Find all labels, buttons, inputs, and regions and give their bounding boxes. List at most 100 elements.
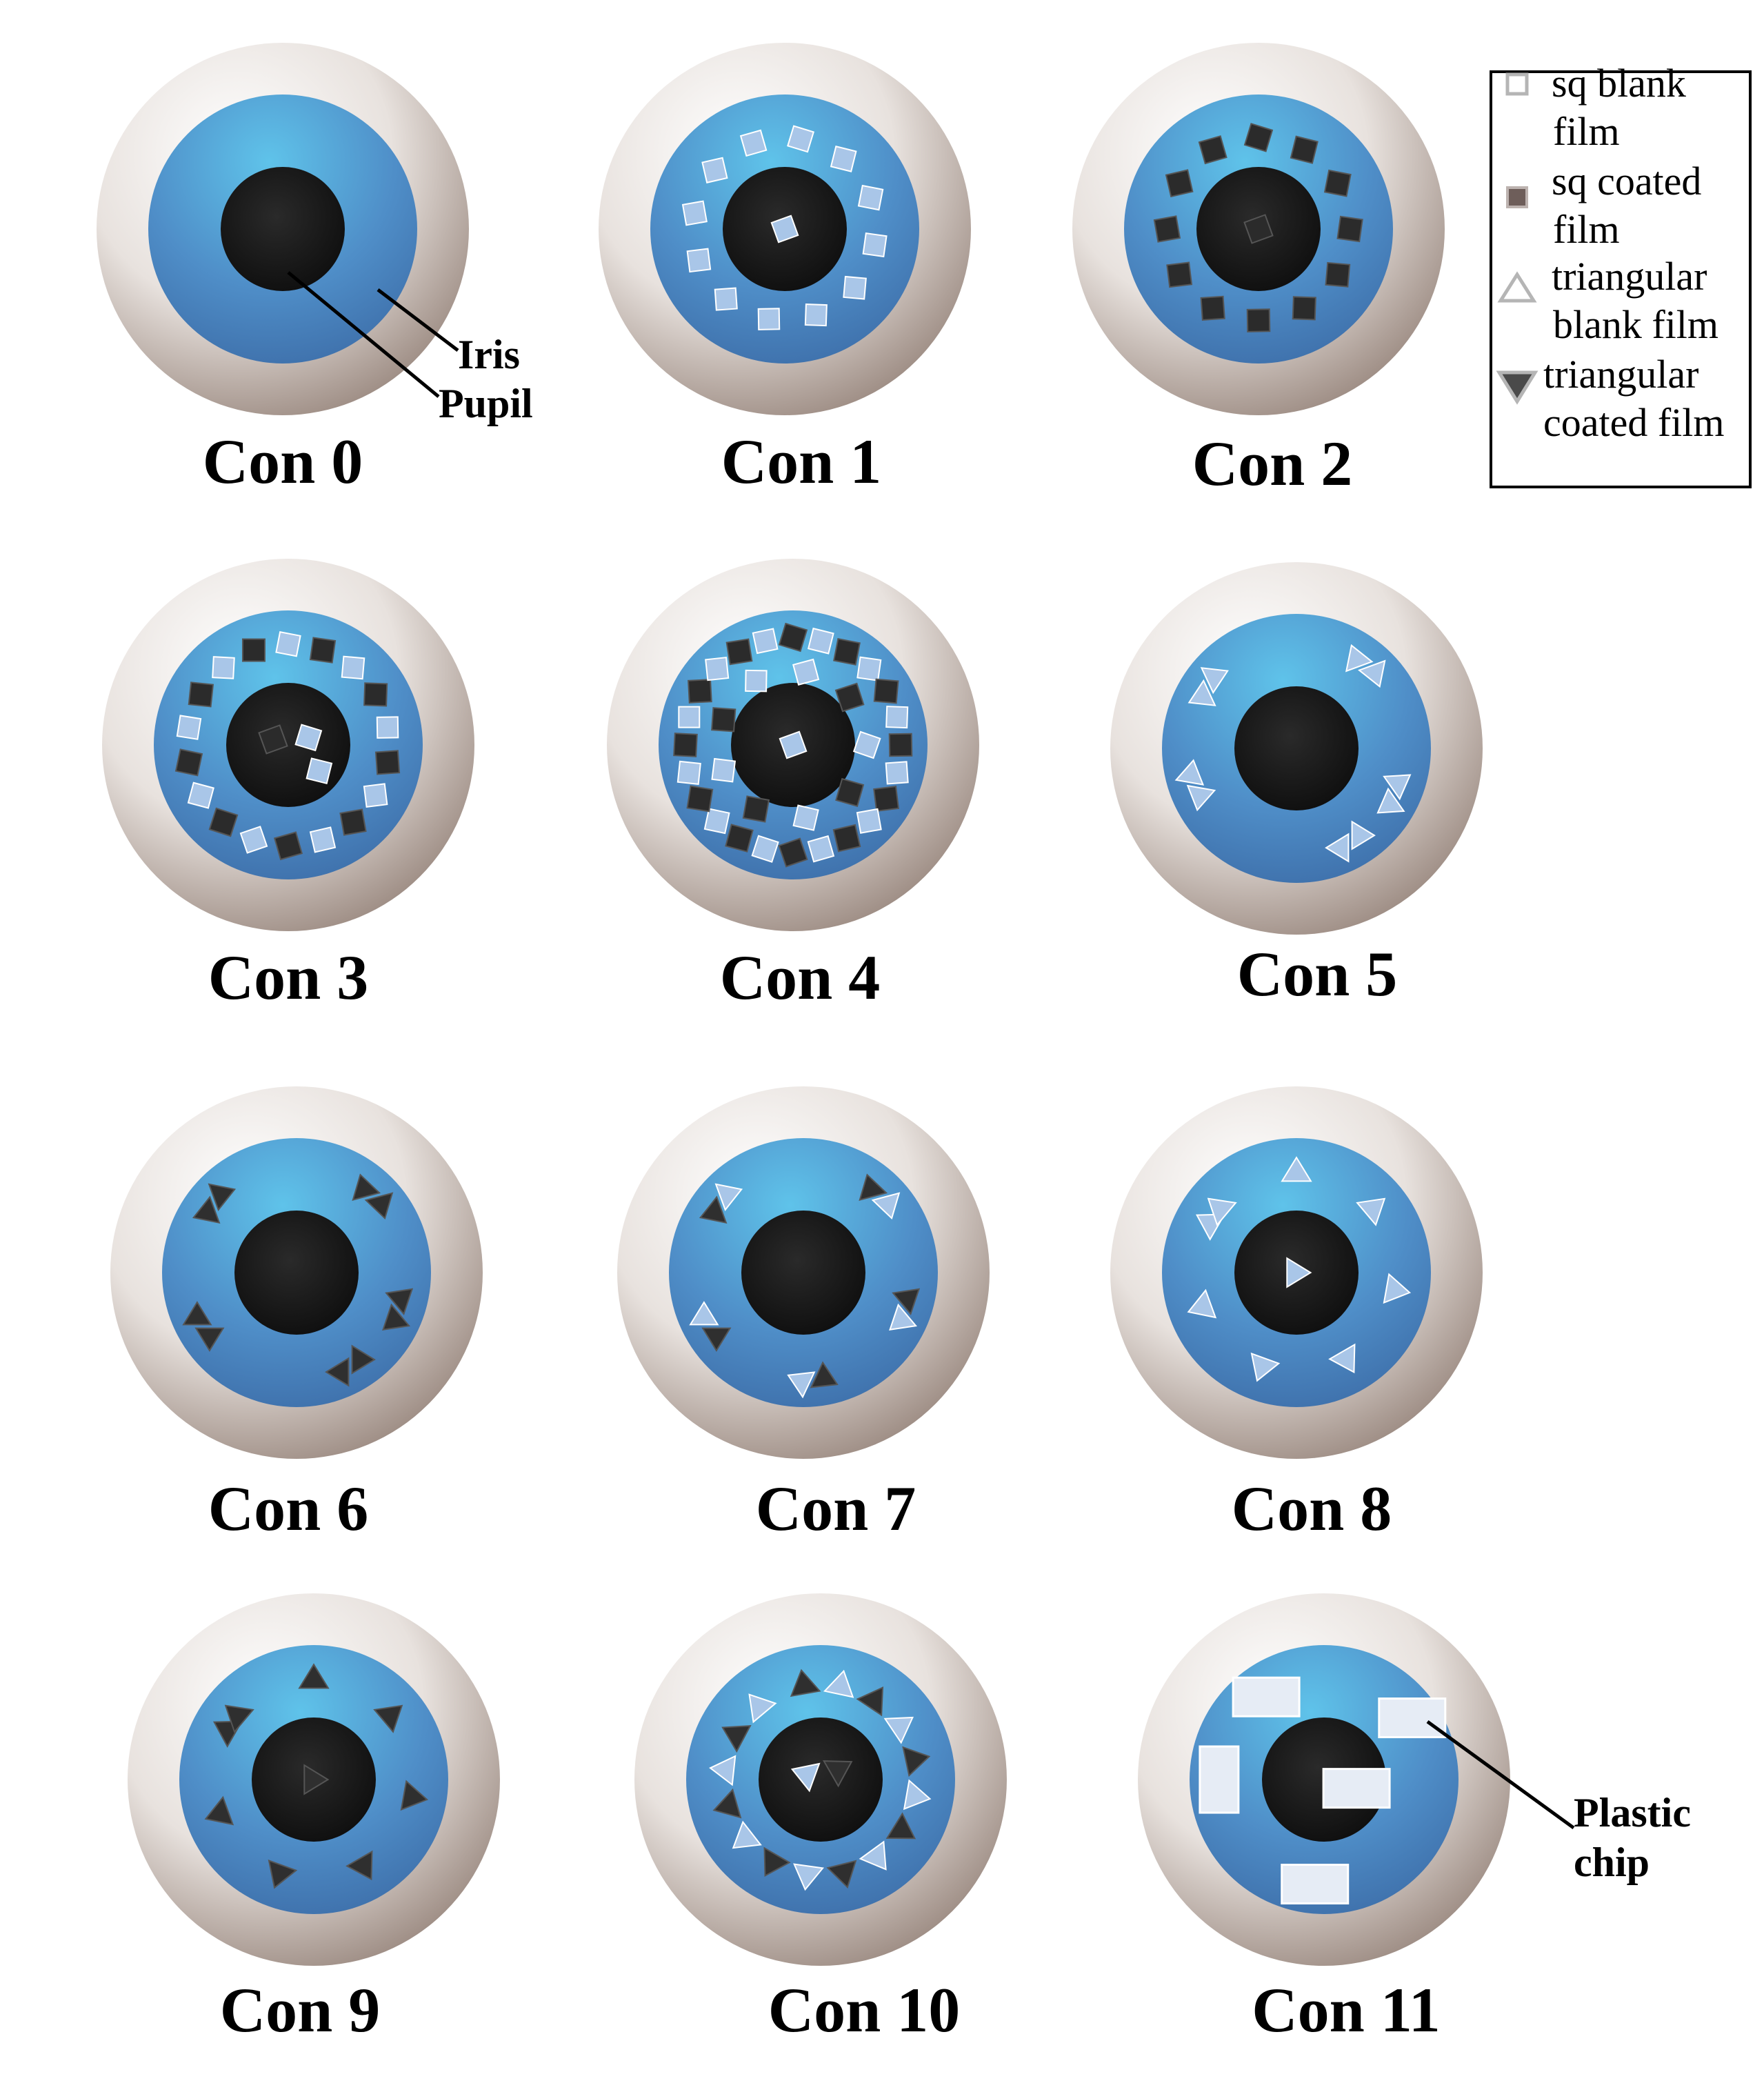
square-film-marker [856, 808, 882, 834]
square-film-marker [208, 807, 239, 837]
legend-square-coated-icon [1506, 186, 1528, 208]
square-film-marker [376, 716, 399, 739]
square-film-marker [294, 724, 323, 752]
triangle-film-marker [822, 1760, 853, 1788]
triangle-film-marker [1187, 679, 1216, 706]
square-film-marker [1166, 261, 1193, 288]
triangle-film-marker [1187, 1288, 1217, 1319]
square-film-marker [745, 669, 768, 693]
square-film-marker [1290, 135, 1319, 164]
eye-con-6: Con 6 [110, 1086, 483, 1544]
triangle-film-marker [903, 1779, 932, 1811]
square-film-marker [742, 795, 770, 823]
condition-label: Con 3 [208, 942, 369, 1013]
square-film-marker [339, 808, 367, 836]
square-film-marker [1325, 261, 1351, 288]
eye-con-4: Con 4 [607, 559, 979, 1013]
square-film-marker [688, 679, 712, 704]
square-film-marker [341, 655, 365, 680]
triangle-film-marker [1325, 833, 1350, 863]
condition-label: Con 5 [1237, 939, 1398, 1009]
triangle-film-marker [790, 1669, 821, 1697]
triangle-film-marker [701, 1327, 732, 1352]
square-film-marker [363, 783, 388, 808]
triangle-film-marker [1281, 1156, 1312, 1182]
eye-con-10: Con 10 [634, 1593, 1007, 2045]
square-film-marker [739, 129, 768, 157]
legend-label-line2: film [1553, 207, 1620, 252]
triangle-film-marker [763, 1846, 791, 1878]
square-film-marker [885, 761, 909, 785]
pupil-label: Pupil [439, 381, 533, 426]
square-film-marker [843, 275, 867, 300]
iris-label: Iris [458, 332, 520, 377]
square-film-marker [856, 656, 882, 681]
square-film-marker [703, 808, 730, 835]
square-film-marker [174, 748, 203, 777]
square-film-marker [711, 757, 736, 783]
legend-label-line2: coated film [1543, 400, 1725, 445]
triangle-film-marker [885, 1812, 916, 1840]
plastic-chip-leader-line [1426, 1720, 1575, 1830]
square-film-marker [686, 248, 712, 273]
legend-label-line1: sq blank [1552, 61, 1686, 106]
triangle-film-marker [345, 1850, 373, 1881]
triangle-film-marker [1357, 659, 1386, 688]
square-film-marker [705, 657, 730, 681]
square-film-marker [673, 733, 698, 757]
triangle-film-marker [298, 1663, 330, 1689]
square-film-marker [212, 656, 235, 679]
condition-label: Con 10 [768, 1975, 961, 2045]
triangle-film-marker [1383, 1273, 1412, 1304]
legend-label-line2: film [1553, 109, 1620, 154]
triangle-film-marker [224, 1704, 254, 1733]
triangle-film-marker [714, 1183, 743, 1212]
square-film-marker [873, 678, 899, 704]
triangle-film-marker [208, 1183, 237, 1212]
square-film-marker [273, 831, 303, 861]
square-film-marker [787, 125, 815, 153]
square-film-marker [862, 232, 888, 258]
triangle-film-marker [712, 1788, 742, 1819]
pupil [741, 1211, 865, 1335]
plastic-chip-label-line2: chip [1574, 1840, 1650, 1885]
legend-label-line1: sq coated [1552, 159, 1701, 203]
square-film-marker [1243, 123, 1274, 152]
condition-label: Con 4 [720, 942, 881, 1013]
condition-label: Con 0 [203, 426, 363, 497]
square-film-marker [1198, 135, 1227, 165]
triangle-film-marker [810, 1361, 839, 1388]
square-film-marker [792, 804, 819, 831]
eye-con-5: Con 5 [1110, 562, 1483, 1009]
condition-label: Con 6 [208, 1473, 369, 1544]
pupil-leader-line [287, 271, 440, 398]
pupil [1234, 686, 1359, 810]
square-film-marker [778, 837, 808, 868]
iris-leader-line [377, 288, 459, 352]
triangle-film-marker [748, 1693, 777, 1724]
triangle-film-marker [303, 1764, 330, 1795]
plastic-chip-marker [1281, 1864, 1350, 1905]
eye-con-1: Con 1 [599, 43, 971, 497]
legend-triangle-blank-icon [1497, 271, 1537, 303]
square-film-marker [807, 627, 834, 655]
eye-con-3: Con 3 [102, 559, 474, 1013]
square-film-marker [852, 730, 881, 759]
triangle-film-marker [351, 1344, 376, 1375]
triangle-film-marker [823, 1669, 854, 1698]
square-film-marker [792, 658, 820, 686]
triangle-film-marker [268, 1859, 298, 1889]
triangle-film-marker [859, 1173, 888, 1202]
triangle-film-marker [194, 1327, 225, 1352]
square-film-marker [309, 637, 337, 664]
triangle-film-marker [1250, 1352, 1281, 1382]
triangle-film-marker [790, 1762, 821, 1793]
square-film-marker [807, 835, 835, 863]
condition-label: Con 7 [756, 1473, 916, 1544]
plastic-chip-label-line1: Plastic [1574, 1790, 1691, 1835]
square-film-marker [857, 184, 884, 211]
triangle-film-marker [1351, 820, 1376, 850]
